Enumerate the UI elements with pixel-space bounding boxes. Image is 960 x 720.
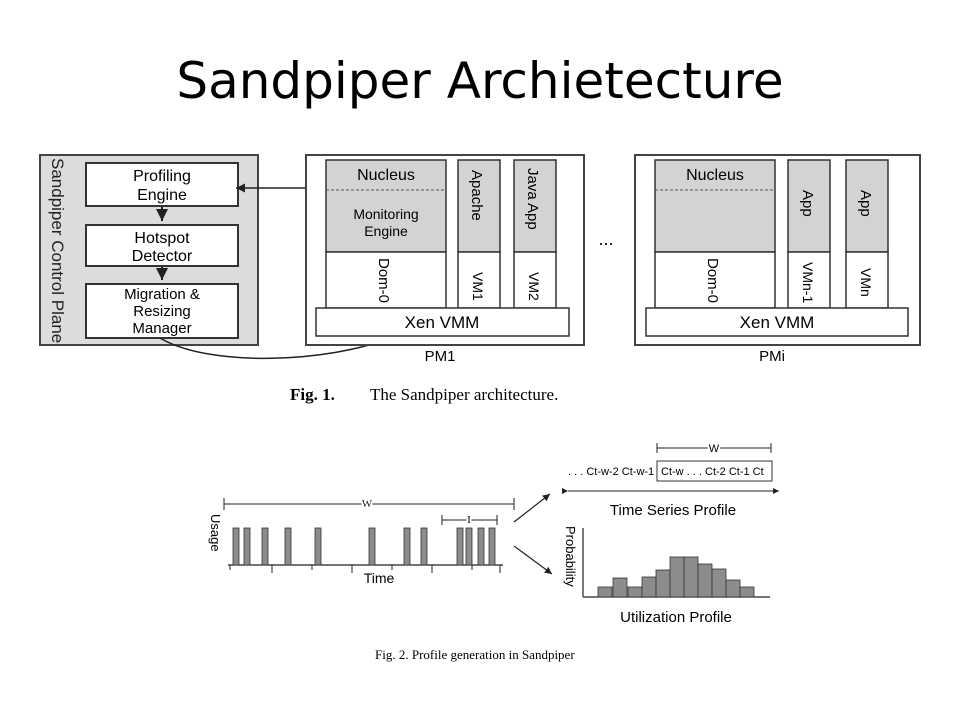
pm1-label: PM1 <box>425 348 456 365</box>
fig1-caption-text: The Sandpiper architecture. <box>370 385 558 404</box>
profiling-engine-line2: Engine <box>137 187 187 204</box>
profiling-engine-line1: Profiling <box>133 168 191 185</box>
usage-bar <box>368 527 376 566</box>
pm1-vm2-label: VM2 <box>526 272 542 301</box>
pm-ellipsis: ... <box>598 229 613 249</box>
usage-bar <box>420 527 428 566</box>
histogram-bars <box>597 556 755 598</box>
pm1-vm2-app-label: Java App <box>524 168 541 230</box>
pmi-vm-n-app-label: App <box>857 190 874 217</box>
histogram-bar <box>725 579 741 598</box>
pmi-vm-n1-app-label: App <box>799 190 816 217</box>
pmi-label: PMi <box>759 348 785 365</box>
usage-bar <box>488 527 496 566</box>
interval-i-label: I <box>467 514 471 526</box>
usage-bar <box>243 527 251 566</box>
usage-bar <box>232 527 240 566</box>
ts-profile-label: Time Series Profile <box>610 502 736 519</box>
usage-bar <box>465 527 473 566</box>
hotspot-detector-line1: Hotspot <box>134 230 190 247</box>
pmi-vmm-box <box>645 307 909 337</box>
pm1-monitoring-line1: Monitoring <box>353 206 418 222</box>
fig2-profile-generation: Usage Time W I <box>208 441 779 662</box>
arrow-to-time-series <box>513 493 551 523</box>
control-plane-label: Sandpiper Control Plane <box>48 158 67 343</box>
usage-bar <box>261 527 269 566</box>
pmi-nucleus-label: Nucleus <box>686 167 744 184</box>
hotspot-detector-box <box>85 224 239 267</box>
pm1-dom0-label: Dom-0 <box>375 258 392 303</box>
pmi-vm-n-app-box <box>845 159 889 253</box>
pm1-vm1-label: VM1 <box>470 272 486 301</box>
histogram-bar <box>711 568 727 598</box>
time-axis-label: Time <box>364 570 395 586</box>
pm1-vmm-box <box>315 307 570 337</box>
usage-bar <box>284 527 292 566</box>
histogram-bar <box>597 586 613 598</box>
pm1-dom0-box <box>325 251 447 309</box>
pm1-nucleus-label: Nucleus <box>357 167 415 184</box>
migration-manager-line1: Migration & <box>124 286 200 303</box>
fig1-architecture: Sandpiper Control Plane Profiling Engine… <box>39 154 921 404</box>
ts-sequence-outside: . . . Ct-w-2 Ct-w-1 <box>568 466 654 478</box>
pmi-dom0-label: Dom-0 <box>704 258 721 303</box>
migration-manager-line3: Manager <box>132 320 191 337</box>
histogram-bar <box>669 556 685 598</box>
window-w-label: W <box>362 498 373 510</box>
pmi-vmm-label: Xen VMM <box>740 313 815 332</box>
usage-bar <box>403 527 411 566</box>
usage-bar <box>456 527 464 566</box>
migration-manager-line2: Resizing <box>133 303 191 320</box>
ts-window-box <box>656 460 773 482</box>
pmi-vm-n-label: VMn <box>858 268 874 297</box>
histogram-bar <box>697 563 713 598</box>
usage-bars <box>232 527 496 566</box>
fig1-caption-number: Fig. 1. <box>290 385 335 404</box>
pmi-vm-n-box <box>845 251 889 309</box>
histogram-bar <box>627 586 643 598</box>
pmi-vm-n1-label: VMn-1 <box>800 262 816 303</box>
slide-title: Sandpiper Archietecture <box>176 52 784 110</box>
pmi-vm-n1-app-box <box>787 159 831 253</box>
histogram-bar <box>612 577 628 598</box>
usage-bar <box>477 527 485 566</box>
ts-sequence-window: Ct-w . . . Ct-2 Ct-1 Ct <box>661 466 764 478</box>
fig2-caption: Fig. 2. Profile generation in Sandpiper <box>375 647 575 662</box>
hotspot-detector-line2: Detector <box>132 248 193 265</box>
pmi-vm-n1-box <box>787 251 831 309</box>
pm1-vm2-box <box>513 251 557 309</box>
probability-axis-label: Probability <box>563 526 578 587</box>
pmi-dom0-box <box>654 251 776 309</box>
pm1-vm2-app-box <box>513 159 557 253</box>
migration-manager-box <box>85 283 239 339</box>
usage-bar <box>314 527 322 566</box>
arrow-to-utilization <box>513 545 553 575</box>
ts-w-label: W <box>709 443 720 455</box>
histogram-bar <box>739 586 755 598</box>
usage-axis-label: Usage <box>208 514 223 552</box>
pm1-vm1-app-label: Apache <box>468 170 485 221</box>
pmi-nucleus-area <box>654 159 776 253</box>
pm1-vm1-app-box <box>457 159 501 253</box>
histogram-bar <box>683 556 699 598</box>
pm1-monitoring-line2: Engine <box>364 223 408 239</box>
time-ticks <box>229 565 501 573</box>
pm1-vmm-label: Xen VMM <box>405 313 480 332</box>
histogram-bar <box>655 569 671 598</box>
histogram-bar <box>641 576 657 598</box>
arrow-migration-to-vmm <box>159 337 391 359</box>
profiling-engine-box <box>85 162 239 207</box>
pm1-nucleus-area <box>325 159 447 253</box>
utilization-profile-label: Utilization Profile <box>620 609 732 626</box>
